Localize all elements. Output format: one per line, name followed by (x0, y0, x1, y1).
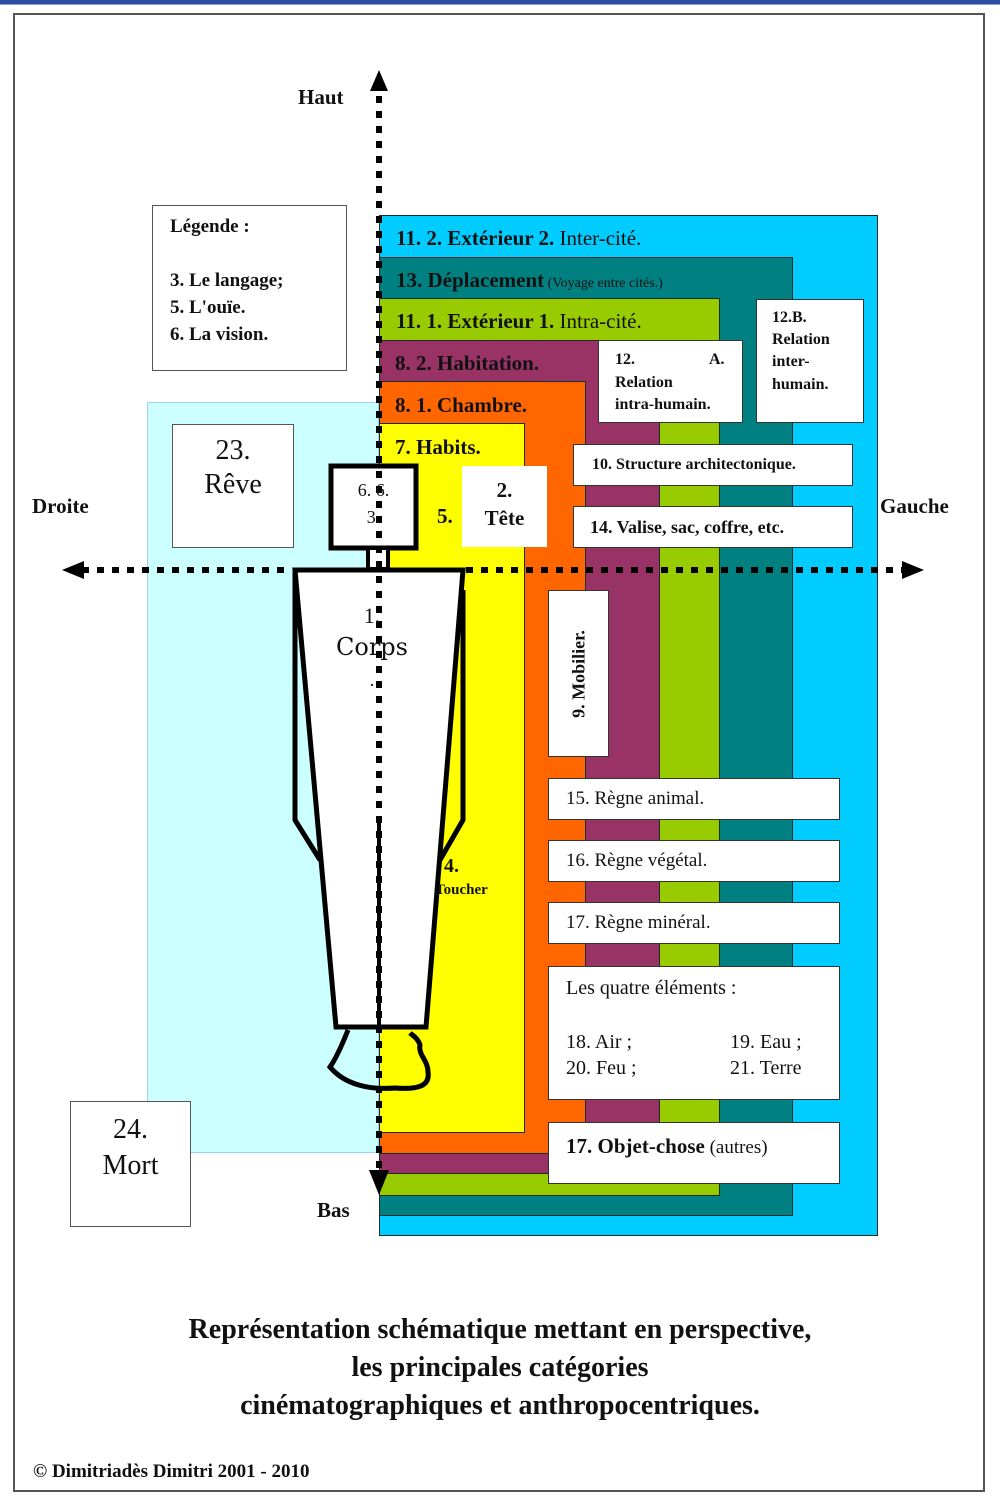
toucher-label: Toucher (435, 882, 488, 898)
arrow-down-icon (369, 1170, 389, 1195)
mort-box: 24. Mort (70, 1101, 191, 1227)
legend-title: Légende : (170, 216, 250, 237)
page-frame (13, 13, 985, 1492)
arrow-up-icon (370, 70, 388, 91)
left-arm (292, 572, 323, 862)
head-inner-line1: 6. 6. (357, 480, 390, 500)
head-inner-line2: 3. (366, 507, 381, 527)
toucher-number: 4. (444, 855, 459, 877)
copyright: © Dimitriadès Dimitri 2001 - 2010 (33, 1461, 310, 1482)
caption-line: Représentation schématique mettant en pe… (188, 1314, 812, 1345)
axis-label-droite: Droite (32, 494, 89, 518)
legend-item: 6. La vision. (170, 324, 269, 345)
objet-box: 17. Objet-chose (autres) (548, 1122, 840, 1184)
label-exterieur1: 11. 1. Extérieur 1. Intra-cité. (396, 309, 642, 333)
feet (326, 1029, 431, 1091)
legend-box: Légende : 3. Le langage; 5. L'ouïe. 6. L… (152, 205, 347, 371)
valise-box: 14. Valise, sac, coffre, etc. (573, 506, 853, 548)
caption-line: les principales catégories (351, 1352, 649, 1383)
tete-box: 2. Tête (462, 466, 547, 547)
regne-animal-box: 15. Règne animal. (548, 778, 840, 820)
axis-label-bas: Bas (317, 1198, 350, 1222)
label-chambre: 8. 1. Chambre. (395, 393, 528, 417)
label-habitation: 8. 2. Habitation. (395, 351, 540, 375)
window-top-bar (0, 0, 1000, 4)
body-torso (292, 567, 466, 1030)
ouie-label: 5. (437, 504, 453, 528)
reve-box: 23. Rêve (172, 424, 294, 548)
axis-label-haut: Haut (298, 85, 344, 109)
regne-mineral-box: 17. Règne minéral. (548, 902, 840, 944)
caption-line: cinématographiques et anthropocentriques… (240, 1390, 760, 1421)
corps-label: Corps (336, 633, 408, 661)
elements-box: Les quatre éléments : 18. Air ; 19. Eau … (548, 966, 840, 1100)
relation-inter-box: 12.B. Relation inter- humain. (756, 299, 864, 423)
relation-intra-box: 12. A. Relation intra-humain. (598, 340, 743, 423)
window-top-bar-edge (0, 4, 1000, 5)
regne-vegetal-box: 16. Règne végétal. (548, 840, 840, 882)
mobilier-box: 9. Mobilier. (548, 590, 609, 757)
axis-label-gauche: Gauche (880, 494, 949, 518)
corps-dot: . (369, 670, 375, 690)
legend-item: 5. L'ouïe. (170, 297, 246, 318)
arrow-right-icon (902, 561, 924, 579)
label-exterieur2: 11. 2. Extérieur 2. Inter-cité. (396, 226, 642, 250)
label-deplacement: 13. Déplacement (Voyage entre cités.) (396, 268, 663, 292)
legend-item: 3. Le langage; (170, 270, 284, 291)
corps-number: 1. (363, 603, 381, 628)
head-box (328, 463, 419, 551)
right-arm (437, 590, 466, 862)
structure-box: 10. Structure architectonique. (573, 444, 853, 486)
arrow-left-icon (62, 561, 84, 579)
label-habits: 7. Habits. (395, 435, 481, 459)
